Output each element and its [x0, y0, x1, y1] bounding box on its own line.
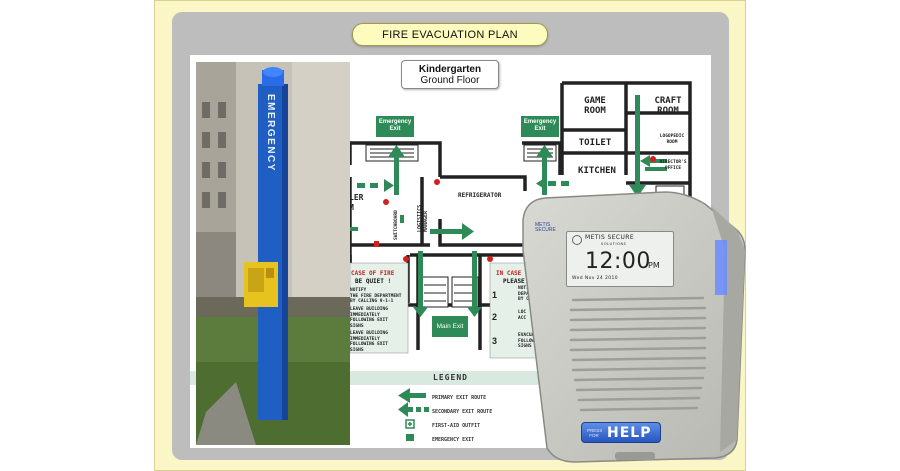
- help-button[interactable]: PRESS FOR HELP: [581, 422, 661, 443]
- room-toilet: TOILET: [578, 138, 612, 148]
- case-fire-left-step2: LEAVE BUILDING IMMEDIATELY FOLLOWING EXI…: [350, 307, 388, 329]
- screen-brand: METIS SECURE: [585, 234, 635, 241]
- room-switchboard: SWITCHBOARD: [394, 210, 399, 240]
- emergency-exit-right: Emergency Exit: [521, 116, 559, 137]
- case-fire-right-step3: EVACUATE FOLLOWEN SIGNS: [518, 333, 540, 349]
- case-fire-right-title: IN CASE O: [496, 270, 529, 277]
- plan-title: FIRE EVACUATION PLAN: [352, 23, 548, 46]
- room-refrigerator: REFRIGERATOR: [458, 192, 502, 199]
- step-number-1: 1: [492, 290, 498, 300]
- legend-primary-route: PRIMARY EXIT ROUTE: [432, 395, 487, 401]
- room-directors-office: DIRECTOR'S OFFICE: [659, 160, 687, 171]
- legend-secondary-route: SECONDARY EXIT ROUTE: [432, 409, 493, 415]
- step-number-2: 2: [492, 312, 498, 322]
- device-blue-light: [715, 240, 727, 295]
- help-label: HELP: [607, 425, 652, 441]
- floor-name: Ground Floor: [420, 75, 480, 86]
- emergency-exit-left: Emergency Exit: [376, 116, 414, 137]
- device-screen: METIS SECURE SOLUTIONS 12:00 PM Wed Nov …: [566, 231, 674, 287]
- room-craft: CRAFT ROOM: [654, 96, 682, 116]
- screen-brand-sub: SOLUTIONS: [601, 242, 627, 246]
- legend-emergency-exit: EMERGENCY EXIT: [432, 437, 475, 443]
- emergency-post-photo: EMERGENCY: [196, 62, 350, 445]
- screen-ampm: PM: [648, 261, 660, 270]
- screen-date: Wed Nov 24 2010: [572, 276, 619, 281]
- room-game: GAME ROOM: [584, 96, 606, 116]
- legend-first-aid: FIRST-AID OUTFIT: [432, 423, 481, 429]
- case-fire-left-step3: LEAVE BUILDING IMMEDIATELY FOLLOWING EXI…: [350, 331, 388, 353]
- case-fire-left-subtitle: BE QUIET !: [355, 278, 392, 285]
- room-logopedic: LOGOPEDIC ROOM: [659, 134, 685, 145]
- post-label: EMERGENCY: [265, 94, 276, 172]
- building-label: Kindergarten Ground Floor: [401, 60, 499, 89]
- device-logo: METIS SECURE: [535, 223, 556, 233]
- case-fire-right-subtitle: PLEASE BE: [503, 278, 536, 285]
- room-logistics-manager: LOGISTICS MANAGER: [417, 204, 429, 232]
- building-name: Kindergarten: [418, 64, 482, 75]
- case-fire-right-step1: NOTI DEPA BY C: [518, 286, 529, 302]
- case-fire-left-title: CASE OF FIRE: [351, 270, 395, 277]
- main-exit: Main Exit: [432, 316, 468, 337]
- room-boiler: LER M: [349, 193, 364, 212]
- metis-logo-icon: [572, 235, 582, 245]
- emergency-exit-icon: [406, 434, 414, 441]
- step-number-3: 3: [492, 336, 498, 346]
- room-kitchen: KITCHEN: [578, 166, 616, 176]
- press-for-label: PRESS FOR: [587, 428, 603, 438]
- post-photo-drawing: [196, 62, 350, 445]
- screen-time: 12:00: [585, 249, 651, 274]
- case-fire-left-step1: NOTIFY THE FIRE DEPARTMENT BY CALLING 9-…: [350, 288, 402, 304]
- case-fire-right-step2: LOC ACC: [518, 310, 527, 321]
- device-logo-text: METIS SECURE: [535, 222, 556, 233]
